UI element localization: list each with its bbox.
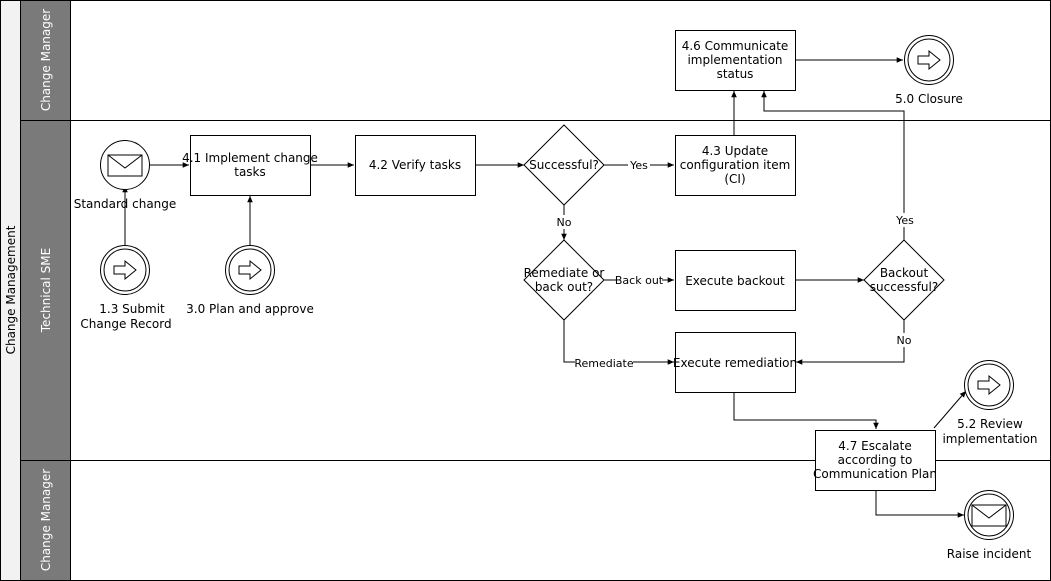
svg-text:3.0 Plan and approve: 3.0 Plan and approve	[186, 302, 314, 316]
event-closure[interactable]: 5.0 Closure	[895, 35, 963, 107]
edge-label-no1: No	[557, 216, 572, 229]
edge-check-yes	[761, 91, 905, 240]
lane-header-middle	[20, 120, 71, 461]
edge-label-yes1: Yes	[629, 159, 648, 172]
edge-remediate-remediation	[563, 320, 674, 365]
arrow-right-icon	[917, 49, 941, 71]
task-execute-remediation[interactable]: Execute remediation	[673, 332, 797, 393]
svg-text:Execute backout: Execute backout	[685, 274, 785, 288]
event-raise-incident[interactable]: Raise incident	[947, 490, 1032, 562]
svg-text:5.0 Closure: 5.0 Closure	[895, 92, 963, 106]
task-4-2[interactable]: 4.2 Verify tasks	[355, 135, 476, 196]
lane-header-top	[20, 0, 71, 121]
svg-text:Successful?: Successful?	[529, 158, 599, 172]
gateway-successful[interactable]: Successful?	[523, 124, 605, 206]
edge-label-remediate: Remediate	[574, 357, 633, 370]
arrow-right-icon	[238, 259, 262, 281]
arrow-right-icon	[977, 374, 1001, 396]
svg-text:Raise incident: Raise incident	[947, 547, 1032, 561]
edge-label-backout: Back out	[615, 274, 664, 287]
lane-header-bottom	[20, 460, 71, 581]
arrow-right-icon	[113, 259, 137, 281]
envelope-icon	[107, 154, 143, 177]
event-plan-and-approve[interactable]: 3.0 Plan and approve	[186, 245, 314, 317]
lane-label-bottom: Change Manager	[39, 469, 53, 571]
svg-text:Standard change: Standard change	[74, 197, 177, 211]
pool-label: Change Management	[4, 225, 18, 354]
lane-label-top: Change Manager	[39, 9, 53, 111]
edge-remediation-to-47	[733, 392, 879, 429]
edge-label-no2: No	[897, 334, 912, 347]
svg-text:Execute remediation: Execute remediation	[673, 356, 797, 370]
envelope-icon	[971, 504, 1007, 527]
edge-47-to-incident	[875, 490, 964, 518]
event-standard-change[interactable]: Standard change	[74, 140, 177, 212]
edge-47-to-review	[933, 390, 967, 429]
task-execute-backout[interactable]: Execute backout	[675, 250, 796, 311]
svg-text:4.2 Verify tasks: 4.2 Verify tasks	[369, 158, 461, 172]
edge-label-yes2: Yes	[895, 214, 914, 227]
lane-label-middle: Technical SME	[39, 248, 53, 333]
